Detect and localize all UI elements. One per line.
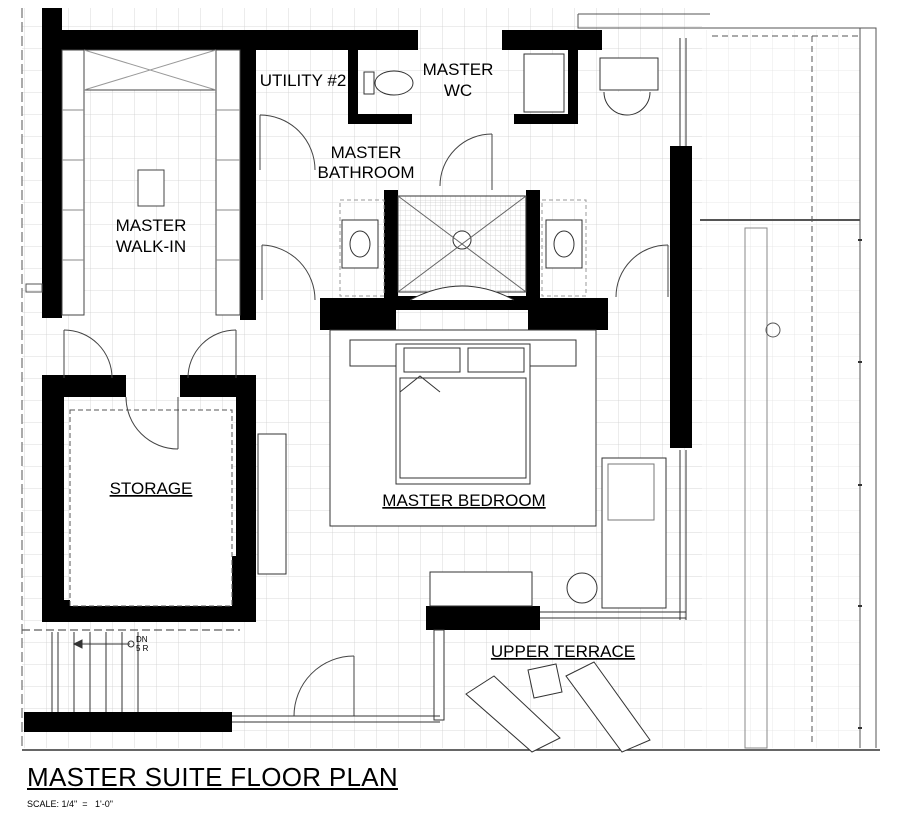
label-storage: STORAGE (110, 479, 193, 498)
label-master-bedroom: MASTER BEDROOM (382, 491, 545, 510)
vanities (339, 199, 587, 297)
stair-risers: 5 R (136, 644, 149, 653)
shelf-dividers (62, 109, 240, 261)
utility-fixtures (523, 53, 659, 116)
room-labels: UTILITY #2 MASTER WC MASTER BATHROOM MAS… (110, 60, 636, 661)
label-master-wc-line2: WC (444, 81, 472, 100)
terrace-edge-ticks (858, 239, 862, 729)
label-bathroom-line2: BATHROOM (318, 163, 415, 182)
toilet-icon (363, 70, 414, 96)
terrace-furniture (232, 629, 651, 753)
plan-title: MASTER SUITE FLOOR PLAN (27, 762, 398, 792)
walls (24, 8, 692, 732)
title-block: MASTER SUITE FLOOR PLAN SCALE: 1/4" = 1'… (27, 762, 398, 809)
bedroom-furniture (257, 329, 667, 609)
shower (397, 195, 527, 301)
terrace-outline (22, 13, 880, 751)
left-edge (21, 8, 43, 750)
plan-scale: SCALE: 1/4" = 1'-0" (27, 799, 113, 809)
label-utility: UTILITY #2 (260, 71, 347, 90)
floor-plan: UTILITY #2 MASTER WC MASTER BATHROOM MAS… (21, 8, 880, 753)
storage-shelf-outline (69, 409, 233, 607)
label-walkin-line1: MASTER (116, 216, 187, 235)
door-swings (63, 114, 669, 717)
label-walkin-line2: WALK-IN (116, 237, 186, 256)
label-bathroom-line1: MASTER (331, 143, 402, 162)
walk-in-shelving (61, 49, 241, 316)
stair-direction: DN (136, 635, 148, 644)
label-upper-terrace: UPPER TERRACE (491, 642, 635, 661)
stairs (22, 629, 240, 712)
window-right (540, 38, 687, 620)
label-master-wc-line1: MASTER (423, 60, 494, 79)
